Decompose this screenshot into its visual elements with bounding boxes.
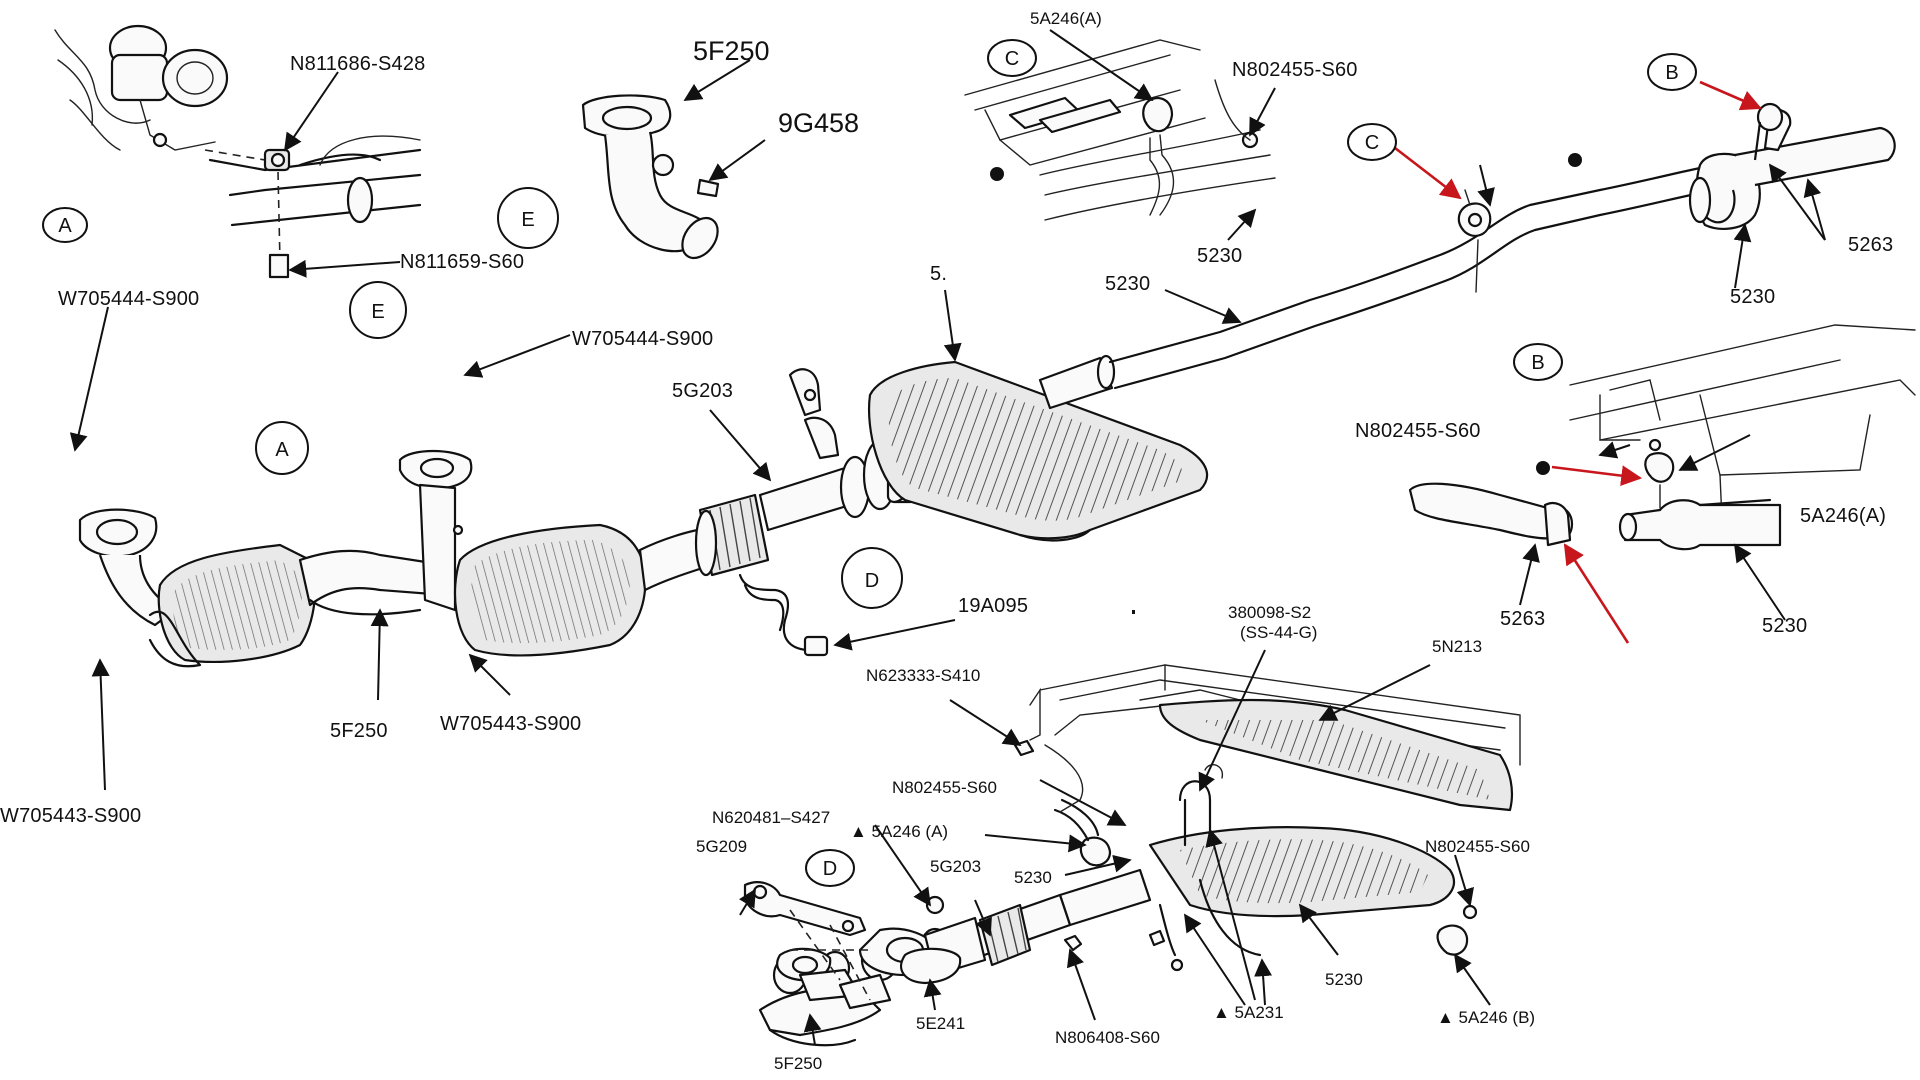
label-w705443-s900-mid: W705443-S900	[440, 713, 581, 735]
label-5g203-main: 5G203	[672, 380, 733, 402]
label-5230-low2: 5230	[1325, 970, 1363, 989]
label-w705444-s900-left: W705444-S900	[58, 288, 199, 310]
callout-b-pipe: B	[1647, 53, 1697, 91]
label-380098-s2: 380098-S2	[1228, 603, 1311, 622]
detail-b	[1408, 324, 1916, 551]
callout-c-detail: C	[987, 39, 1037, 77]
label-n811659-s60: N811659-S60	[400, 251, 524, 273]
label-n623333-s410: N623333-S410	[866, 666, 980, 685]
label-5263-b: 5263	[1500, 608, 1545, 630]
top-left-detail	[54, 24, 422, 279]
label-19a095: 19A095	[958, 595, 1028, 617]
label-5a231: ▲ 5A231	[1213, 1003, 1284, 1022]
svg-text:D: D	[865, 570, 879, 592]
callout-a-main: A	[255, 421, 309, 475]
label-n811686-s428: N811686-S428	[290, 53, 425, 75]
label-n806408-s60: N806408-S60	[1055, 1028, 1160, 1047]
svg-text:B: B	[1531, 352, 1544, 374]
label-5230-low1: 5230	[1014, 868, 1052, 887]
label-5a246a-low: ▲ 5A246 (A)	[850, 822, 948, 841]
bracket-19a095	[738, 573, 829, 657]
lower-exploded-view	[743, 664, 1521, 1047]
label-5-muffler: 5.	[930, 263, 947, 285]
callout-e-main: E	[349, 281, 407, 339]
label-5a246a-top: 5A246(A)	[1030, 9, 1102, 28]
callout-e-top: E	[497, 187, 559, 249]
svg-text:C: C	[1365, 132, 1379, 154]
svg-text:E: E	[521, 209, 534, 231]
label-n802455-s60-b: N802455-S60	[1355, 420, 1481, 442]
callout-d-main: D	[841, 547, 903, 609]
callout-c-pipe: C	[1347, 123, 1397, 161]
label-5g203-low: 5G203	[930, 857, 981, 876]
label-5n213: 5N213	[1432, 637, 1482, 656]
label-w705444-s900-mid: W705444-S900	[572, 328, 713, 350]
label-w705443-s900-left: W705443-S900	[0, 805, 141, 827]
flange-elbow-5f250	[581, 94, 720, 260]
label-5230-c: 5230	[1197, 245, 1242, 267]
detail-c	[964, 39, 1276, 221]
label-5f250-low: 5F250	[774, 1054, 822, 1073]
label-n802455-s60-low2: N802455-S60	[1425, 837, 1530, 856]
svg-text:E: E	[371, 301, 384, 323]
label-5230-b: 5230	[1762, 615, 1807, 637]
label-9g458: 9G458	[778, 108, 859, 138]
label-5f250-top: 5F250	[693, 36, 770, 66]
callout-b-detail: B	[1513, 343, 1563, 381]
part-labels: N811686-S428 N811659-S60 W705444-S900 W7…	[0, 9, 1893, 1073]
label-5g209: 5G209	[696, 837, 747, 856]
label-n802455-s60-top: N802455-S60	[1232, 59, 1358, 81]
callout-a-top: A	[42, 207, 88, 243]
highlight-arrows	[1394, 80, 1762, 644]
label-5263-right: 5263	[1848, 234, 1893, 256]
label-5230-main: 5230	[1105, 273, 1150, 295]
svg-text:B: B	[1665, 62, 1678, 84]
label-5230-right: 5230	[1730, 286, 1775, 308]
label-n620481-s427: N620481–S427	[712, 808, 830, 827]
label-n802455-s60-low1: N802455-S60	[892, 778, 997, 797]
svg-text:D: D	[823, 858, 837, 880]
label-5f250-main: 5F250	[330, 720, 388, 742]
label-5a246a-b: 5A246(A)	[1800, 505, 1886, 527]
svg-text:A: A	[58, 215, 72, 237]
label-5a246b: ▲ 5A246 (B)	[1437, 1008, 1535, 1027]
svg-text:A: A	[275, 439, 289, 461]
svg-text:C: C	[1005, 48, 1019, 70]
label-5e241: 5E241	[916, 1014, 965, 1033]
label-ss-44-g: (SS-44-G)	[1240, 623, 1317, 642]
callout-d-low: D	[805, 849, 855, 887]
leader-lines	[69, 29, 1826, 1046]
main-exhaust-assembly	[78, 102, 1896, 668]
bullet-markers	[990, 153, 1582, 614]
